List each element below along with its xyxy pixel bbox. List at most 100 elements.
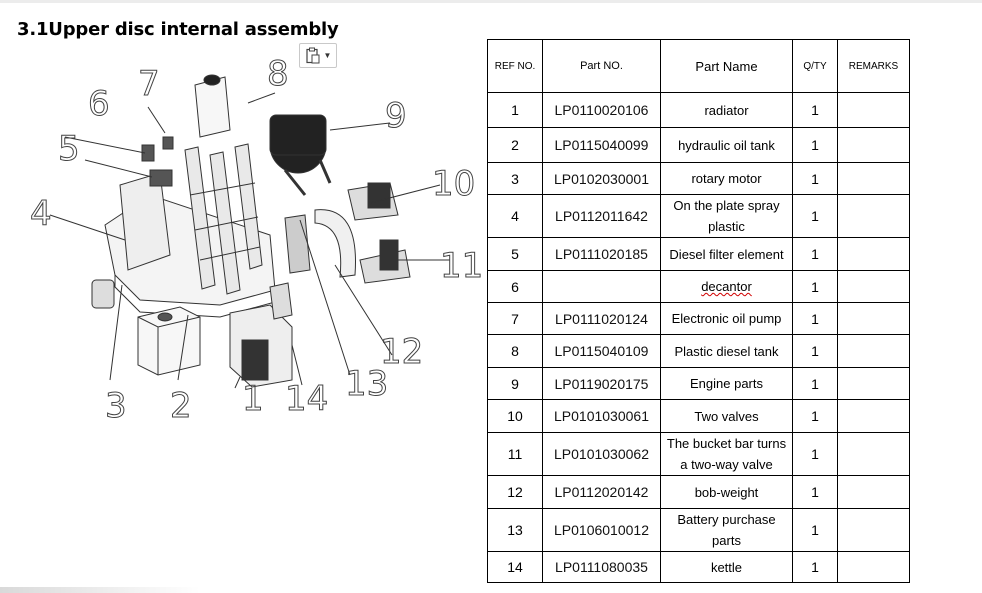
cell-part-name: Engine parts <box>660 367 793 400</box>
callout-4: 4 <box>30 194 52 234</box>
cell-remarks <box>837 432 910 476</box>
callout-5: 5 <box>58 129 80 169</box>
callout-3: 3 <box>105 386 127 426</box>
cell-part-no: LP0111020124 <box>542 302 661 335</box>
cell-part-no: LP0101030061 <box>542 399 661 433</box>
cell-ref: 12 <box>487 475 543 509</box>
header-ref-no: REF NO. <box>487 39 543 93</box>
cell-qty: 1 <box>792 162 838 195</box>
cell-part-no: LP0101030062 <box>542 432 661 476</box>
table-row: 1 LP0110020106 radiator 1 <box>487 92 910 128</box>
table-row: 10 LP0101030061 Two valves 1 <box>487 399 910 433</box>
cell-part-name: Two valves <box>660 399 793 433</box>
cell-qty: 1 <box>792 334 838 368</box>
cell-ref: 4 <box>487 194 543 238</box>
cell-part-name: Electronic oil pump <box>660 302 793 335</box>
cell-remarks <box>837 92 910 128</box>
table-row: 14 LP0111080035 kettle 1 <box>487 551 910 583</box>
cell-remarks <box>837 399 910 433</box>
callout-7: 7 <box>138 64 160 104</box>
cell-part-no <box>542 270 661 303</box>
cell-qty: 1 <box>792 237 838 271</box>
cell-ref: 5 <box>487 237 543 271</box>
chevron-down-icon: ▼ <box>323 51 332 60</box>
cell-ref: 8 <box>487 334 543 368</box>
cell-part-name: bob-weight <box>660 475 793 509</box>
cell-remarks <box>837 334 910 368</box>
cell-ref: 9 <box>487 367 543 400</box>
table-row: 12 LP0112020142 bob-weight 1 <box>487 475 910 509</box>
table-header-row: REF NO. Part NO. Part Name Q/TY REMARKS <box>487 39 910 93</box>
bottom-edge-shadow <box>0 587 200 593</box>
table-row: 13 LP0106010012 Battery purchase parts 1 <box>487 508 910 552</box>
cell-remarks <box>837 475 910 509</box>
cell-part-no: LP0115040109 <box>542 334 661 368</box>
cell-part-name: Diesel filter element <box>660 237 793 271</box>
assembly-exploded-diagram: 1 2 3 4 5 6 7 8 9 10 11 12 13 14 <box>30 55 484 427</box>
callout-numbers: 1 2 3 4 5 6 7 8 9 10 11 12 13 14 <box>30 55 484 427</box>
cell-remarks <box>837 508 910 552</box>
cell-part-no: LP0110020106 <box>542 92 661 128</box>
header-part-no: Part NO. <box>542 39 661 93</box>
cell-qty: 1 <box>792 127 838 163</box>
cell-qty: 1 <box>792 475 838 509</box>
cell-part-name: radiator <box>660 92 793 128</box>
table-row: 6 decantor 1 <box>487 270 910 303</box>
cell-part-no: LP0106010012 <box>542 508 661 552</box>
cell-remarks <box>837 162 910 195</box>
cell-qty: 1 <box>792 399 838 433</box>
cell-qty: 1 <box>792 302 838 335</box>
cell-part-name: Plastic diesel tank <box>660 334 793 368</box>
cell-ref: 14 <box>487 551 543 583</box>
table-row: 11 LP0101030062 The bucket bar turns a t… <box>487 432 910 476</box>
cell-part-name: decantor <box>660 270 793 303</box>
section-title: 3.1Upper disc internal assembly <box>17 19 339 40</box>
table-row: 5 LP0111020185 Diesel filter element 1 <box>487 237 910 271</box>
header-part-name: Part Name <box>660 39 793 93</box>
cell-part-no: LP0111080035 <box>542 551 661 583</box>
header-remarks: REMARKS <box>837 39 910 93</box>
cell-remarks <box>837 127 910 163</box>
callout-13: 13 <box>345 364 388 404</box>
cell-qty: 1 <box>792 270 838 303</box>
callout-12: 12 <box>380 332 423 372</box>
table-row: 8 LP0115040109 Plastic diesel tank 1 <box>487 334 910 368</box>
callout-8: 8 <box>267 55 289 94</box>
cell-qty: 1 <box>792 194 838 238</box>
callout-2: 2 <box>170 386 192 426</box>
clipboard-paste-icon <box>305 47 320 64</box>
cell-qty: 1 <box>792 92 838 128</box>
cell-ref: 13 <box>487 508 543 552</box>
callout-14: 14 <box>285 379 328 419</box>
assembly-drawing <box>49 74 450 389</box>
cell-part-no: LP0112011642 <box>542 194 661 238</box>
cell-ref: 1 <box>487 92 543 128</box>
cell-part-name: rotary motor <box>660 162 793 195</box>
cell-part-no: LP0119020175 <box>542 367 661 400</box>
cell-remarks <box>837 302 910 335</box>
cell-part-no: LP0112020142 <box>542 475 661 509</box>
cell-ref: 10 <box>487 399 543 433</box>
table-row: 7 LP0111020124 Electronic oil pump 1 <box>487 302 910 335</box>
cell-qty: 1 <box>792 551 838 583</box>
cell-remarks <box>837 270 910 303</box>
paste-options-button[interactable]: ▼ <box>299 43 337 68</box>
cell-part-no: LP0111020185 <box>542 237 661 271</box>
cell-part-name: hydraulic oil tank <box>660 127 793 163</box>
cell-ref: 11 <box>487 432 543 476</box>
cell-qty: 1 <box>792 432 838 476</box>
table-row: 9 LP0119020175 Engine parts 1 <box>487 367 910 400</box>
callout-10: 10 <box>432 164 475 204</box>
spellcheck-word: decantor <box>701 279 752 294</box>
parts-table: REF NO. Part NO. Part Name Q/TY REMARKS … <box>487 39 910 583</box>
callout-6: 6 <box>88 84 110 124</box>
cell-remarks <box>837 194 910 238</box>
cell-ref: 2 <box>487 127 543 163</box>
table-row: 2 LP0115040099 hydraulic oil tank 1 <box>487 127 910 163</box>
table-row: 4 LP0112011642 On the plate spray plasti… <box>487 194 910 238</box>
cell-ref: 7 <box>487 302 543 335</box>
cell-remarks <box>837 367 910 400</box>
cell-ref: 3 <box>487 162 543 195</box>
cell-qty: 1 <box>792 367 838 400</box>
cell-ref: 6 <box>487 270 543 303</box>
